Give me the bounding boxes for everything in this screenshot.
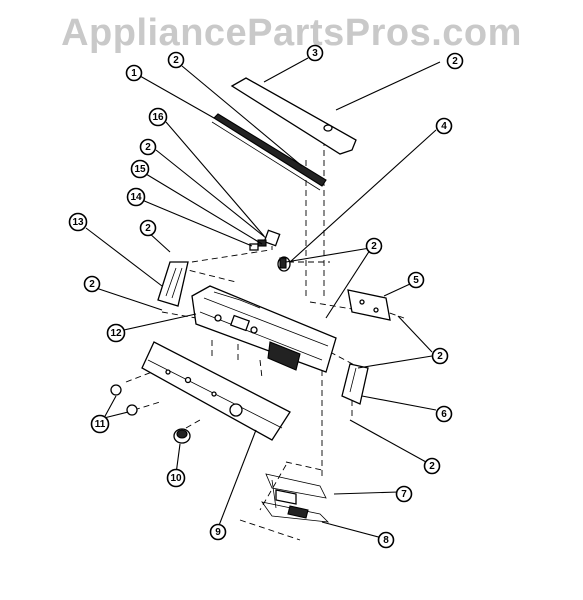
callout-circle xyxy=(435,405,453,423)
callout-1: 1 xyxy=(125,64,143,82)
callout-2: 2 xyxy=(423,457,441,475)
callout-circle xyxy=(306,44,324,62)
part-knob xyxy=(173,428,191,444)
callout-label: 6 xyxy=(441,409,447,420)
part-control-panel-frame xyxy=(191,285,337,373)
callout-circle xyxy=(395,485,413,503)
callout-2: 2 xyxy=(139,138,157,156)
callout-label: 3 xyxy=(312,48,318,59)
part-front-panel xyxy=(141,341,291,441)
callout-label: 13 xyxy=(72,217,84,228)
callout-label: 8 xyxy=(383,535,389,546)
callout-label: 2 xyxy=(437,351,443,362)
callout-2: 2 xyxy=(83,275,101,293)
part-left-end-cap xyxy=(157,261,189,307)
callout-9: 9 xyxy=(209,523,227,541)
callout-5: 5 xyxy=(407,271,425,289)
callout-label: 2 xyxy=(173,55,179,66)
callout-label: 2 xyxy=(429,461,435,472)
callout-11: 11 xyxy=(90,414,110,434)
watermark: AppliancePartsPros.com xyxy=(61,12,522,54)
callout-circle xyxy=(126,187,146,207)
callout-circle xyxy=(139,219,157,237)
callout-label: 11 xyxy=(95,419,106,430)
callout-13: 13 xyxy=(68,212,88,232)
callout-label: 7 xyxy=(401,489,407,500)
part-right-end-cap xyxy=(341,363,369,405)
callout-circle xyxy=(139,138,157,156)
part-buttons xyxy=(110,384,138,416)
callout-12: 12 xyxy=(106,323,126,343)
callout-2: 2 xyxy=(167,51,185,69)
callout-circle xyxy=(166,468,186,488)
callout-circle xyxy=(431,347,449,365)
callout-circle xyxy=(125,64,143,82)
callout-4: 4 xyxy=(435,117,453,135)
callout-circle xyxy=(423,457,441,475)
callout-label: 10 xyxy=(170,473,182,484)
part-switch-block xyxy=(249,229,281,251)
callout-label: 2 xyxy=(89,279,95,290)
callout-label: 2 xyxy=(371,241,377,252)
callout-2: 2 xyxy=(431,347,449,365)
callout-2: 2 xyxy=(365,237,383,255)
callout-10: 10 xyxy=(166,468,186,488)
callout-6: 6 xyxy=(435,405,453,423)
callout-15: 15 xyxy=(130,159,150,179)
callout-14: 14 xyxy=(126,187,146,207)
callout-circle xyxy=(83,275,101,293)
callout-label: 9 xyxy=(215,527,221,538)
callout-leader-lines xyxy=(85,57,441,539)
callout-label: 2 xyxy=(145,142,151,153)
callout-2: 2 xyxy=(139,219,157,237)
callout-label: 5 xyxy=(413,275,419,286)
callout-circle xyxy=(209,523,227,541)
callout-label: 15 xyxy=(134,164,146,175)
part-small-knob xyxy=(277,256,291,272)
callout-circle xyxy=(446,52,464,70)
callout-2: 2 xyxy=(446,52,464,70)
callout-label: 12 xyxy=(110,328,122,339)
part-timer-assembly xyxy=(261,473,330,523)
callout-circle xyxy=(90,414,110,434)
callout-circle xyxy=(68,212,88,232)
callout-circle xyxy=(148,107,168,127)
callout-circle xyxy=(435,117,453,135)
callout-label: 2 xyxy=(145,223,151,234)
callout-circle xyxy=(407,271,425,289)
callout-label: 16 xyxy=(152,112,164,123)
callout-8: 8 xyxy=(377,531,395,549)
callout-3: 3 xyxy=(306,44,324,62)
callout-label: 4 xyxy=(441,121,447,132)
callout-7: 7 xyxy=(395,485,413,503)
callout-label: 1 xyxy=(131,68,137,79)
part-bracket xyxy=(347,289,391,321)
part-lens-strip xyxy=(211,113,327,191)
callout-circle xyxy=(167,51,185,69)
callout-circle xyxy=(130,159,150,179)
callout-label: 14 xyxy=(130,192,142,203)
callout-16: 16 xyxy=(148,107,168,127)
part-top-trim xyxy=(230,77,357,155)
callout-label: 2 xyxy=(452,56,458,67)
callout-circle xyxy=(106,323,126,343)
callout-circle xyxy=(377,531,395,549)
callout-circle xyxy=(365,237,383,255)
